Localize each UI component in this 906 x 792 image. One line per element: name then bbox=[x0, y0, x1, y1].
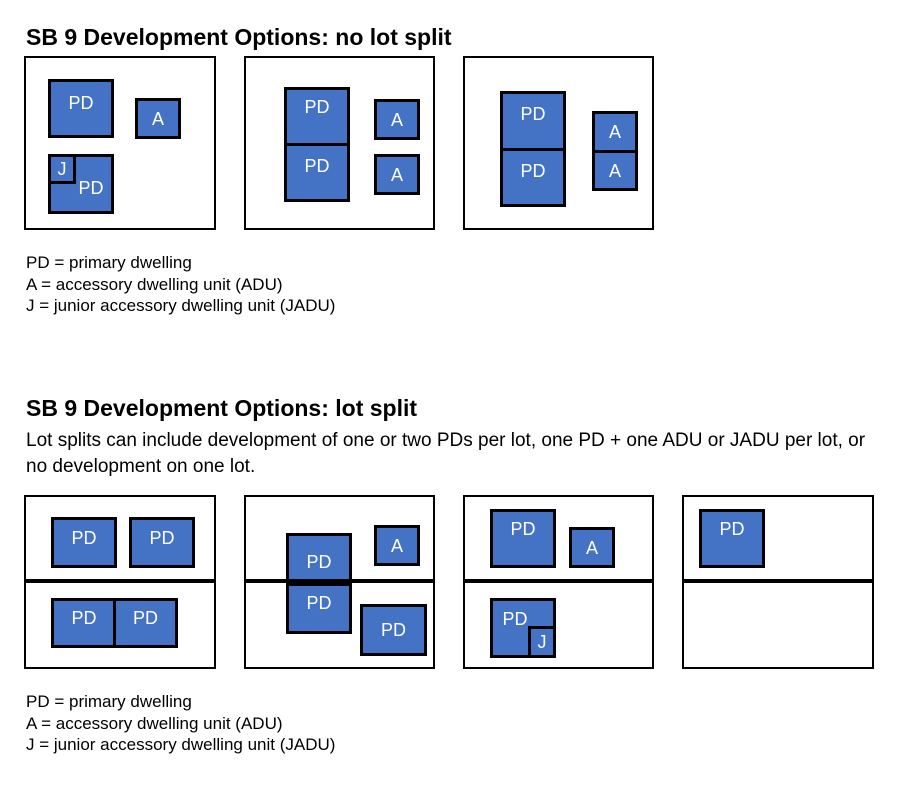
legend-item-a: A = accessory dwelling unit (ADU) bbox=[26, 274, 283, 294]
primary-dwelling-unit: PD bbox=[500, 91, 566, 151]
lot-split-description: Lot splits can include development of on… bbox=[26, 430, 866, 477]
lot-diagram-2: PD PD A A bbox=[244, 56, 435, 230]
adu-unit: A bbox=[569, 527, 615, 568]
primary-dwelling-unit: PD bbox=[360, 604, 427, 656]
split-lot-diagram-4: PD bbox=[682, 495, 874, 669]
primary-dwelling-unit: PD bbox=[129, 517, 195, 568]
legend-item-j: J = junior accessory dwelling unit (JADU… bbox=[26, 296, 336, 315]
primary-dwelling-unit: PD bbox=[48, 154, 114, 214]
legend-item-j: J = junior accessory dwelling unit (JADU… bbox=[26, 735, 336, 754]
adu-unit: A bbox=[135, 98, 181, 139]
split-lot-diagram-1: PD PD PD PD bbox=[24, 495, 216, 669]
adu-unit: A bbox=[374, 525, 420, 566]
lot-split-line bbox=[465, 579, 652, 583]
lot-split-line bbox=[26, 579, 214, 583]
legend-item-pd: PD = primary dwelling bbox=[26, 692, 192, 711]
jadu-unit: J bbox=[48, 154, 76, 184]
legend: PD = primary dwelling A = accessory dwel… bbox=[26, 252, 335, 317]
adu-unit: A bbox=[592, 111, 638, 153]
primary-dwelling-unit: PD bbox=[284, 87, 350, 146]
jadu-unit: J bbox=[528, 626, 556, 658]
primary-dwelling-unit: PD bbox=[286, 583, 352, 634]
legend-item-pd: PD = primary dwelling bbox=[26, 253, 192, 272]
primary-dwelling-unit: PD bbox=[51, 517, 117, 568]
primary-dwelling-unit: PD bbox=[500, 148, 566, 207]
section-heading-lot-split: SB 9 Development Options: lot split bbox=[26, 395, 418, 421]
primary-dwelling-unit: PD bbox=[113, 598, 178, 648]
primary-dwelling-unit: PD bbox=[699, 509, 765, 568]
lot-diagram-1: PD A PD J bbox=[24, 56, 216, 230]
lot-split-line bbox=[684, 579, 872, 583]
primary-dwelling-unit: PD bbox=[284, 143, 350, 202]
split-lot-diagram-2: PD A PD PD bbox=[244, 495, 435, 669]
primary-dwelling-unit: PD bbox=[490, 509, 556, 568]
adu-unit: A bbox=[374, 99, 420, 140]
primary-dwelling-unit: PD bbox=[51, 598, 117, 648]
adu-unit: A bbox=[374, 154, 420, 195]
adu-unit: A bbox=[592, 150, 638, 191]
lot-diagram-3: PD PD A A bbox=[463, 56, 654, 230]
legend-item-a: A = accessory dwelling unit (ADU) bbox=[26, 713, 283, 733]
lot-split-line bbox=[246, 579, 433, 583]
legend-lot-split: PD = primary dwelling A = accessory dwel… bbox=[26, 691, 335, 756]
primary-dwelling-unit: PD bbox=[286, 533, 352, 584]
primary-dwelling-unit: PD bbox=[48, 79, 114, 138]
split-lot-diagram-3: PD A PD J bbox=[463, 495, 654, 669]
section-heading-no-lot-split: SB 9 Development Options: no lot split bbox=[26, 24, 452, 50]
